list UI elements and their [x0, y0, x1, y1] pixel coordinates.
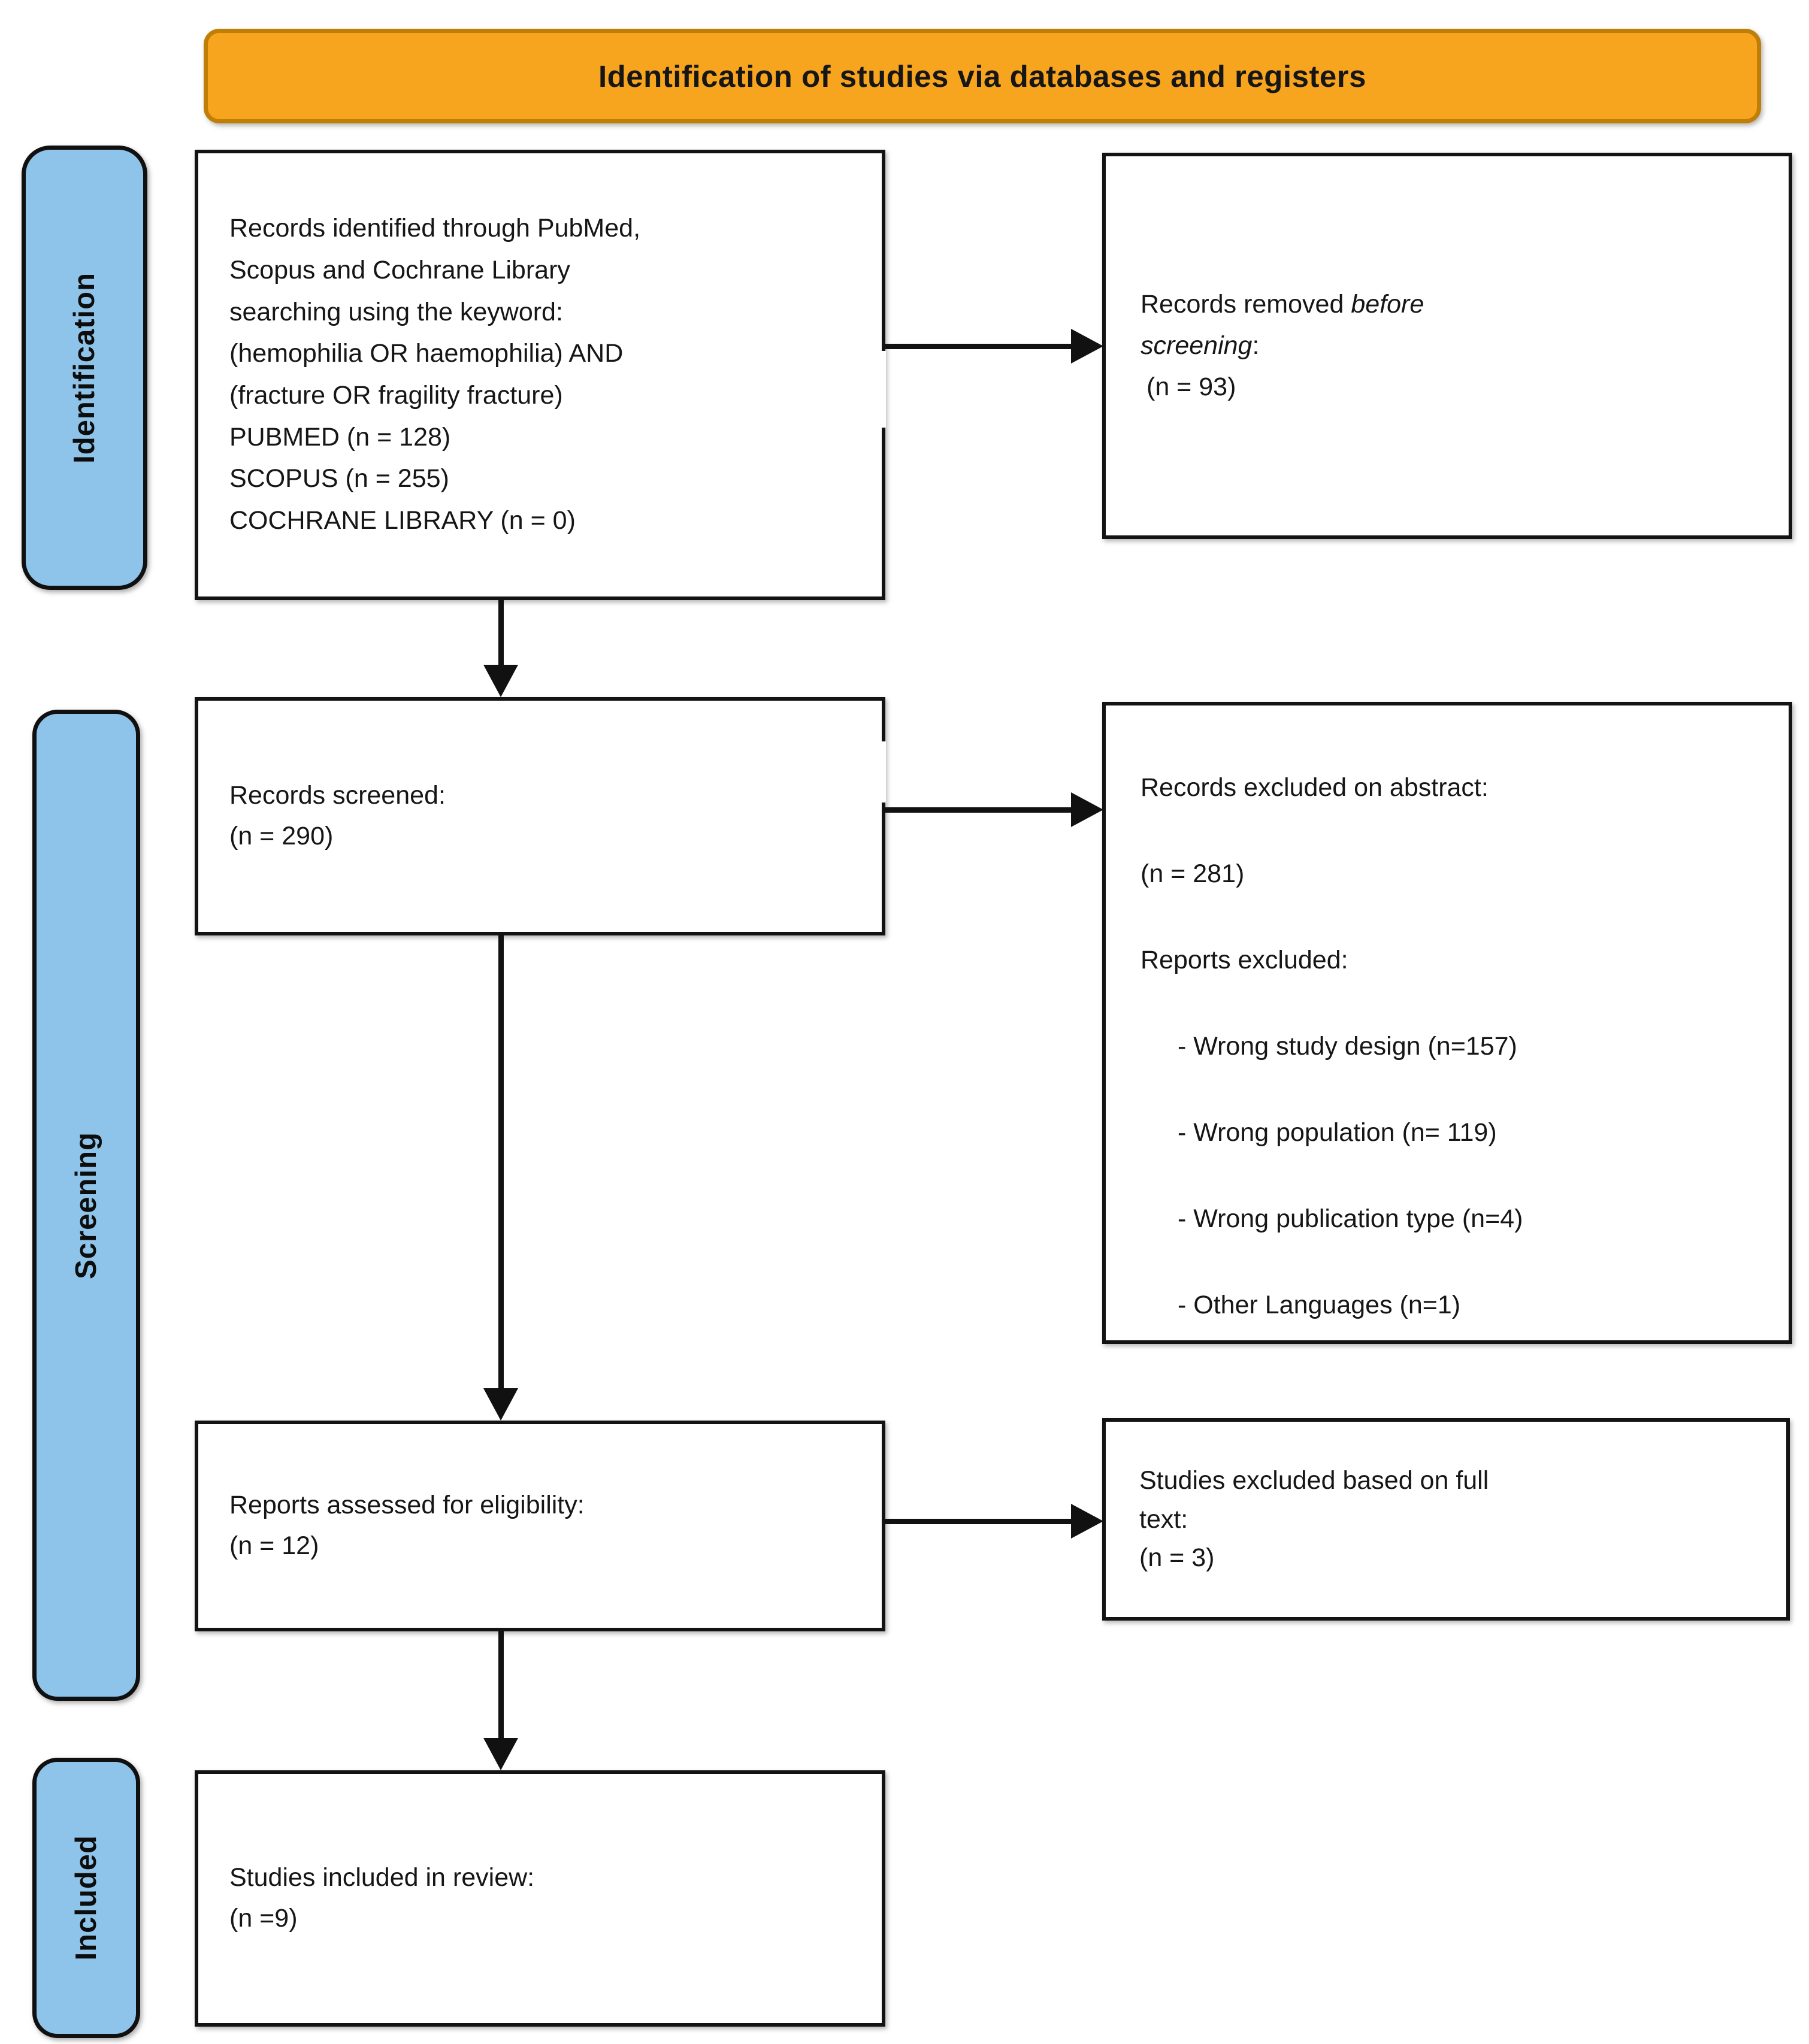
- arrow-line: [885, 1519, 1071, 1524]
- stage-bar-identification: Identification: [22, 146, 147, 590]
- reports-assessed-text: Reports assessed for eligibility: (n = 1…: [229, 1491, 585, 1560]
- records-removed-line2-normal: :: [1252, 331, 1260, 361]
- records-screened-text: Records screened: (n = 290): [229, 781, 446, 850]
- box-records-removed: Records removed before screening: (n = 9…: [1102, 153, 1792, 539]
- records-excluded-heading: Records excluded on abstract:: [1141, 773, 1489, 802]
- records-excluded-item-wrong-publication-type: - Wrong publication type (n=4): [1178, 1204, 1523, 1233]
- arrow-head-icon: [483, 665, 518, 697]
- records-excluded-subheading: Reports excluded:: [1141, 946, 1348, 974]
- records-removed-line1-italic: before: [1351, 290, 1424, 319]
- records-removed-line1-normal: Records removed: [1141, 290, 1351, 319]
- box-records-screened: Records screened: (n = 290): [195, 697, 885, 935]
- arrow-head-icon: [1071, 1504, 1103, 1539]
- arrow-line: [885, 344, 1071, 349]
- arrow-line: [498, 600, 504, 666]
- records-removed-line1: Records removed before: [1141, 284, 1777, 325]
- stage-bar-included: Included: [32, 1758, 140, 2038]
- studies-included-text: Studies included in review: (n =9): [229, 1863, 535, 1933]
- arrow-head-icon: [483, 1738, 518, 1770]
- arrow-head-icon: [1071, 792, 1103, 827]
- border-gap-records-screened: [880, 741, 886, 803]
- records-excluded-count: (n = 281): [1141, 859, 1245, 888]
- records-removed-count: (n = 93): [1146, 372, 1236, 401]
- stage-label-included: Included: [70, 1835, 102, 1961]
- border-gap-records-identified: [880, 351, 886, 428]
- box-reports-assessed: Reports assessed for eligibility: (n = 1…: [195, 1421, 885, 1631]
- box-studies-included: Studies included in review: (n =9): [195, 1770, 885, 2027]
- box-records-excluded: Records excluded on abstract: (n = 281) …: [1102, 702, 1792, 1344]
- arrow-line: [885, 807, 1071, 813]
- banner: Identification of studies via databases …: [204, 29, 1761, 123]
- banner-title: Identification of studies via databases …: [598, 59, 1367, 93]
- records-excluded-item-wrong-study-design: - Wrong study design (n=157): [1178, 1032, 1517, 1061]
- records-excluded-item-wrong-population: - Wrong population (n= 119): [1178, 1118, 1497, 1147]
- arrow-head-icon: [483, 1388, 518, 1421]
- records-removed-line2: screening:: [1141, 325, 1777, 367]
- box-studies-excluded-fulltext: Studies excluded based on full text: (n …: [1102, 1418, 1790, 1621]
- stage-label-screening: Screening: [70, 1131, 102, 1279]
- arrow-line: [498, 1631, 504, 1739]
- records-identified-text: Records identified through PubMed, Scopu…: [229, 214, 641, 535]
- stage-bar-screening: Screening: [32, 710, 140, 1701]
- arrow-line: [498, 935, 504, 1388]
- records-removed-line2-italic: screening: [1141, 331, 1253, 361]
- studies-excluded-fulltext-text: Studies excluded based on full text: (n …: [1139, 1466, 1489, 1573]
- arrow-head-icon: [1071, 329, 1103, 364]
- records-excluded-item-other-languages: - Other Languages (n=1): [1178, 1291, 1461, 1319]
- box-records-identified: Records identified through PubMed, Scopu…: [195, 150, 885, 600]
- stage-label-identification: Identification: [68, 272, 101, 464]
